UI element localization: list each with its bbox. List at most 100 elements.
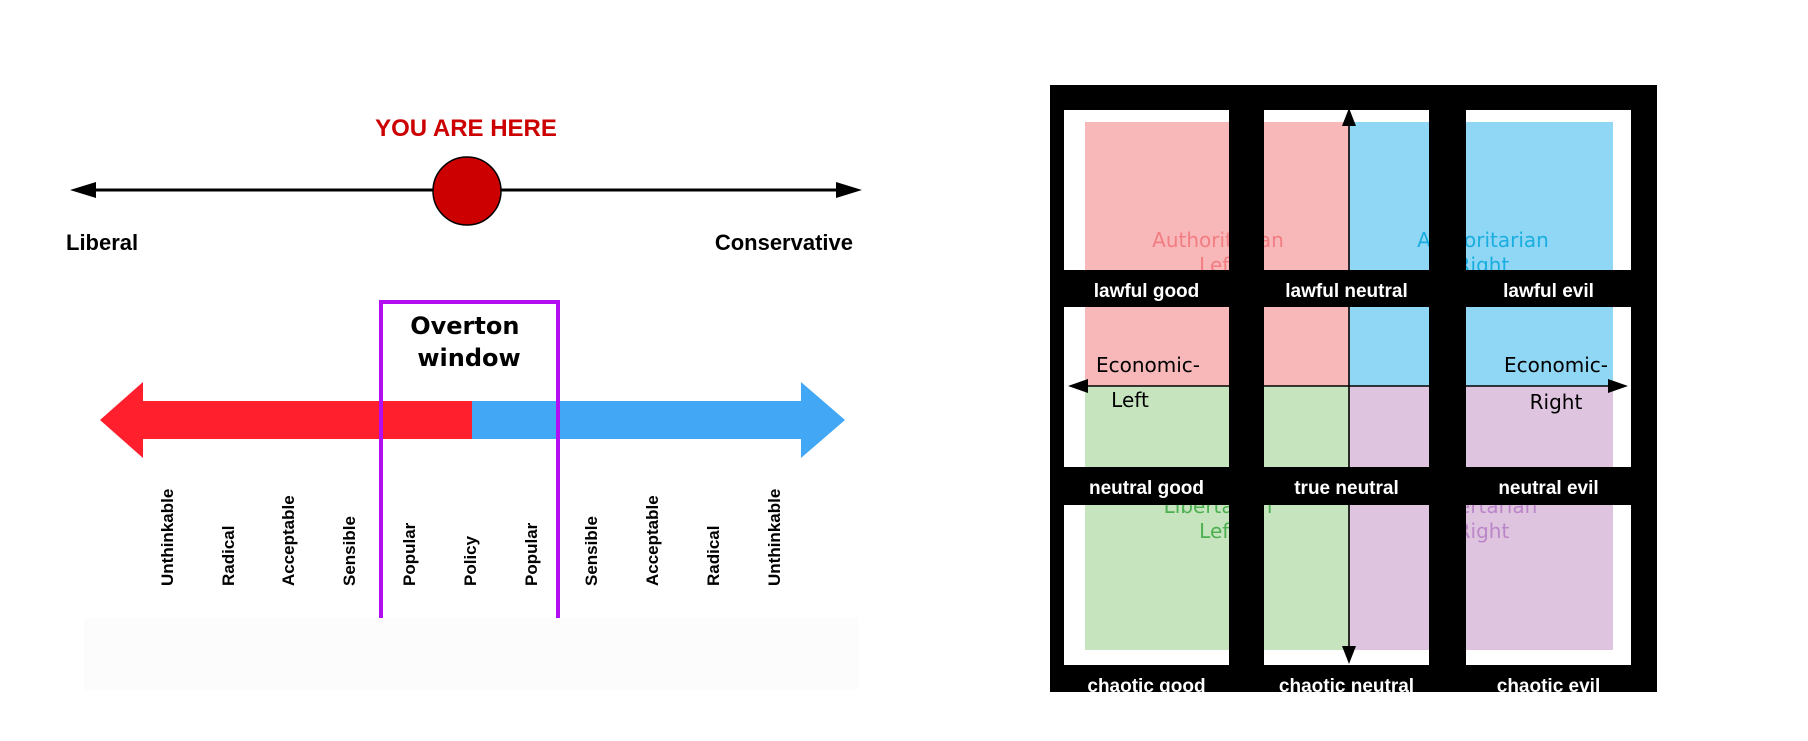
libertarian-right-label-line: Right: [1457, 519, 1510, 543]
quadrant-libertarian-right: [1349, 505, 1429, 650]
scale-label: Sensible: [340, 516, 359, 586]
quadrant-libertarian-left: [1085, 505, 1229, 650]
conservative-label: Conservative: [715, 230, 853, 255]
economic-right-label-line: Right: [1530, 390, 1583, 414]
axis-arrow-right: [1608, 379, 1628, 393]
alignment-cell: AuthoritarianLeftAuthoritarianRightLiber…: [1466, 307, 1631, 499]
scale-label: Sensible: [582, 516, 601, 586]
overton-scale-labels: Unthinkable Radical Acceptable Sensible Popu…: [158, 489, 784, 586]
alignment-cell: AuthoritarianLeftAuthoritarianRightLiber…: [1264, 307, 1429, 499]
authoritarian-right-label-line: Authoritarian: [1417, 228, 1549, 252]
spectrum-right-arrowhead: [836, 182, 862, 198]
axis-arrow-down: [1342, 646, 1356, 664]
cell-compass-slice: AuthoritarianLeftAuthoritarianRightLiber…: [1085, 122, 1284, 277]
cell-compass-slice: AuthoritarianLeftAuthoritarianRightLiber…: [1466, 307, 1628, 467]
libertarian-left-label-line: Libertarian: [1164, 494, 1273, 518]
alignment-cell: AuthoritarianLeftAuthoritarianRightLiber…: [1064, 494, 1273, 697]
scale-label: Radical: [704, 526, 723, 586]
quadrant-authoritarian-left: [1264, 122, 1349, 270]
authoritarian-left-label-line: Authoritarian: [1152, 228, 1284, 252]
cell-compass-slice: AuthoritarianLeftAuthoritarianRightLiber…: [1417, 122, 1613, 277]
alignment-cell: AuthoritarianLeftAuthoritarianRightLiber…: [1152, 110, 1549, 302]
libertarian-left-label-line: Libertarian: [1164, 494, 1273, 518]
quadrant-authoritarian-right: [1466, 122, 1613, 270]
quadrant-libertarian-right: [1349, 386, 1429, 467]
you-are-here-marker: [432, 156, 502, 226]
quadrant-libertarian-left: [1085, 386, 1229, 467]
alignment-cell-label: chaotic evil: [1497, 676, 1601, 697]
economic-right-label: Economic-Right: [1504, 353, 1608, 414]
quadrant-libertarian-left: [1264, 505, 1349, 650]
alignment-cell-label: true neutral: [1294, 478, 1399, 499]
scale-label: Radical: [219, 526, 238, 586]
scale-label: Unthinkable: [158, 489, 177, 586]
overton-title: Overton window: [410, 312, 528, 372]
libertarian-right-label-line: Libertarian: [1429, 494, 1538, 518]
alignment-cell-label: chaotic good: [1087, 676, 1205, 697]
overton-right-arrow: [472, 382, 845, 458]
quadrant-authoritarian-left: [1085, 122, 1229, 270]
alignment-cell-label: lawful evil: [1503, 281, 1594, 302]
cell-compass-slice: AuthoritarianLeftAuthoritarianRightLiber…: [1085, 494, 1273, 650]
alignment-cell-label: lawful good: [1094, 281, 1200, 302]
alignment-cell: AuthoritarianLeftAuthoritarianRightLiber…: [1417, 110, 1631, 302]
quadrant-authoritarian-right: [1349, 307, 1429, 386]
axis-arrow-up: [1342, 110, 1356, 126]
economic-left-label-line: Left: [1111, 388, 1149, 412]
cell-compass-slice: AuthoritarianLeftAuthoritarianRightLiber…: [1152, 110, 1549, 277]
overton-diagram: Overton window Unthinkable Radical Accepta…: [84, 300, 858, 690]
faded-caption-strip: [84, 618, 858, 690]
political-spectrum: YOU ARE HERE Liberal Conservative: [66, 115, 862, 255]
alignment-cell-label: neutral good: [1089, 478, 1204, 499]
liberal-label: Liberal: [66, 230, 138, 255]
alignment-cell: AuthoritarianLeftAuthoritarianRightLiber…: [1064, 110, 1284, 302]
alignment-chart: AuthoritarianLeftAuthoritarianRightLiber…: [1050, 85, 1657, 697]
economic-left-label: Economic- Left: [1096, 353, 1200, 412]
authoritarian-left-label-line: Authoritarian: [1152, 228, 1284, 252]
scale-label: Unthinkable: [765, 489, 784, 586]
economic-left-label-line: Economic-: [1096, 353, 1200, 377]
quadrant-authoritarian-left: [1264, 307, 1349, 386]
scale-label: Acceptable: [279, 495, 298, 586]
libertarian-left-label-line: Left: [1199, 519, 1237, 543]
cell-compass-slice: AuthoritarianLeftAuthoritarianRightLiber…: [1264, 307, 1429, 467]
alignment-cell: AuthoritarianLeftAuthoritarianRightLiber…: [1429, 494, 1631, 697]
cell-compass-slice: AuthoritarianLeftAuthoritarianRightLiber…: [1429, 494, 1613, 650]
overton-title-line1: Overton: [410, 312, 519, 340]
scale-label: Acceptable: [643, 495, 662, 586]
overton-title-line2: window: [417, 344, 520, 372]
quadrant-authoritarian-right: [1349, 122, 1429, 270]
scale-label: Policy: [461, 535, 480, 586]
quadrant-authoritarian-right: [1466, 307, 1613, 386]
authoritarian-left-label-line: Left: [1199, 253, 1237, 277]
quadrant-libertarian-right: [1466, 505, 1613, 650]
alignment-cell: AuthoritarianLeftAuthoritarianRightLiber…: [1164, 494, 1538, 697]
libertarian-right-label-line: Libertarian: [1429, 494, 1538, 518]
alignment-cells: AuthoritarianLeftAuthoritarianRightLiber…: [1064, 110, 1631, 697]
cell-compass-slice: AuthoritarianLeftAuthoritarianRightLiber…: [1164, 494, 1538, 664]
alignment-cell-label: lawful neutral: [1285, 281, 1407, 302]
quadrant-libertarian-right: [1466, 386, 1613, 467]
alignment-cell-label: neutral evil: [1498, 478, 1598, 499]
quadrant-libertarian-left: [1264, 386, 1349, 467]
alignment-cell-label: chaotic neutral: [1279, 676, 1414, 697]
alignment-cell: AuthoritarianLeftAuthoritarianRightLiber…: [1064, 307, 1229, 499]
authoritarian-right-label-line: Right: [1457, 253, 1510, 277]
authoritarian-right-label-line: Authoritarian: [1417, 228, 1549, 252]
cell-compass-slice: AuthoritarianLeftAuthoritarianRightLiber…: [1068, 307, 1229, 467]
quadrant-authoritarian-left: [1085, 307, 1229, 386]
overton-left-arrow: [100, 382, 472, 458]
spectrum-left-arrowhead: [70, 182, 96, 198]
scale-label: Popular: [522, 522, 541, 586]
scale-label: Popular: [400, 522, 419, 586]
you-are-here-label: YOU ARE HERE: [375, 115, 557, 142]
axis-arrow-left: [1068, 379, 1088, 393]
